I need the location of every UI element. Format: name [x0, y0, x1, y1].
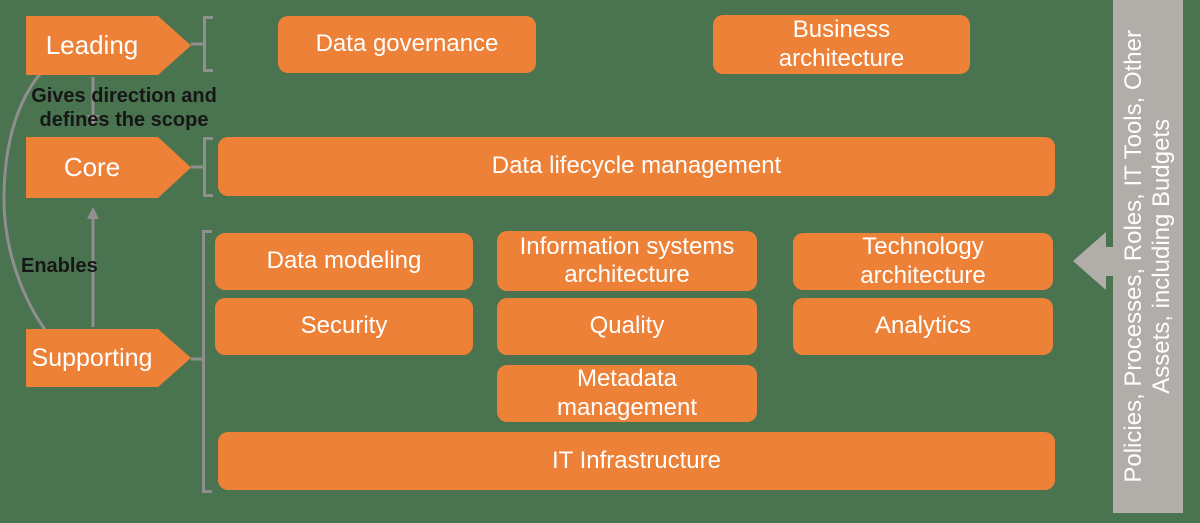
quality-box: Quality [497, 298, 757, 355]
core-arrow-label: Core [26, 137, 191, 198]
enables-annotation: Enables [21, 255, 98, 277]
analytics-box: Analytics [793, 298, 1053, 355]
data-governance-box: Data governance [278, 16, 536, 73]
metadata-management-box: Metadata management [497, 365, 757, 422]
it-infrastructure-box: IT Infrastructure [218, 432, 1055, 490]
gives-direction-annotation: Gives direction and defines the scope [31, 85, 217, 131]
supporting-label-text: Supporting [31, 343, 153, 372]
security-box: Security [215, 298, 473, 355]
sidebar-arrow-icon [1073, 232, 1114, 290]
data-modeling-box: Data modeling [215, 233, 473, 290]
resources-sidebar: Policies, Processes, Roles, IT Tools, Ot… [1113, 0, 1183, 513]
arrow-leading-to-supporting [2, 48, 72, 343]
core-label-text: Core [63, 152, 121, 182]
business-architecture-box: Business architecture [713, 15, 970, 74]
supporting-arrow-label: Supporting [26, 329, 191, 387]
bracket-leading [191, 16, 213, 72]
bracket-supporting [191, 230, 212, 493]
resources-sidebar-text: Policies, Processes, Roles, IT Tools, Ot… [1119, 30, 1175, 483]
leading-arrow-label: Leading [26, 16, 191, 75]
technology-architecture-box: Technology architecture [793, 233, 1053, 290]
data-lifecycle-management-box: Data lifecycle management [218, 137, 1055, 196]
information-systems-architecture-box: Information systems architecture [497, 231, 757, 291]
leading-label-text: Leading [45, 30, 139, 60]
bracket-core [191, 137, 213, 197]
